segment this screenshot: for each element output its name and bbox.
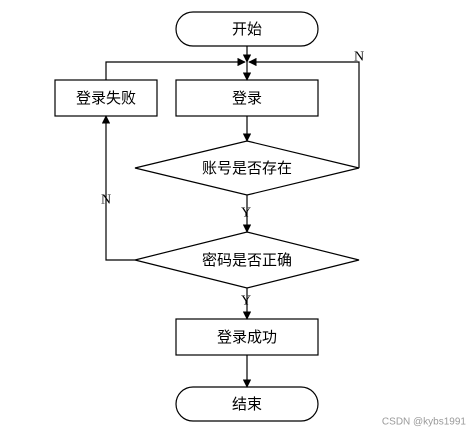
login-label: 登录 [232, 89, 262, 107]
watermark-text: CSDN @kybs1991 [382, 417, 467, 428]
account-exists-decision: 账号是否存在 [134, 140, 360, 196]
start-label: 开始 [232, 20, 262, 38]
edge-fail-to-merge [105, 57, 246, 80]
edge-account-no-loop [248, 57, 360, 168]
login-success-node: 登录成功 [175, 318, 319, 356]
password-correct-decision: 密码是否正确 [134, 231, 360, 289]
login-fail-node: 登录失败 [54, 79, 158, 117]
account-yes-label: Y [241, 206, 251, 221]
account-exists-label: 账号是否存在 [202, 159, 292, 177]
account-no-label: N [354, 50, 364, 65]
password-yes-label: Y [241, 294, 251, 309]
start-node: 开始 [175, 11, 319, 47]
password-correct-label: 密码是否正确 [202, 251, 292, 269]
edge-password-no [101, 115, 135, 261]
login-node: 登录 [175, 79, 319, 117]
password-no-label: N [101, 193, 111, 208]
login-success-label: 登录成功 [217, 328, 277, 346]
end-node: 结束 [175, 386, 319, 422]
end-label: 结束 [232, 395, 262, 413]
login-fail-label: 登录失败 [76, 89, 136, 107]
